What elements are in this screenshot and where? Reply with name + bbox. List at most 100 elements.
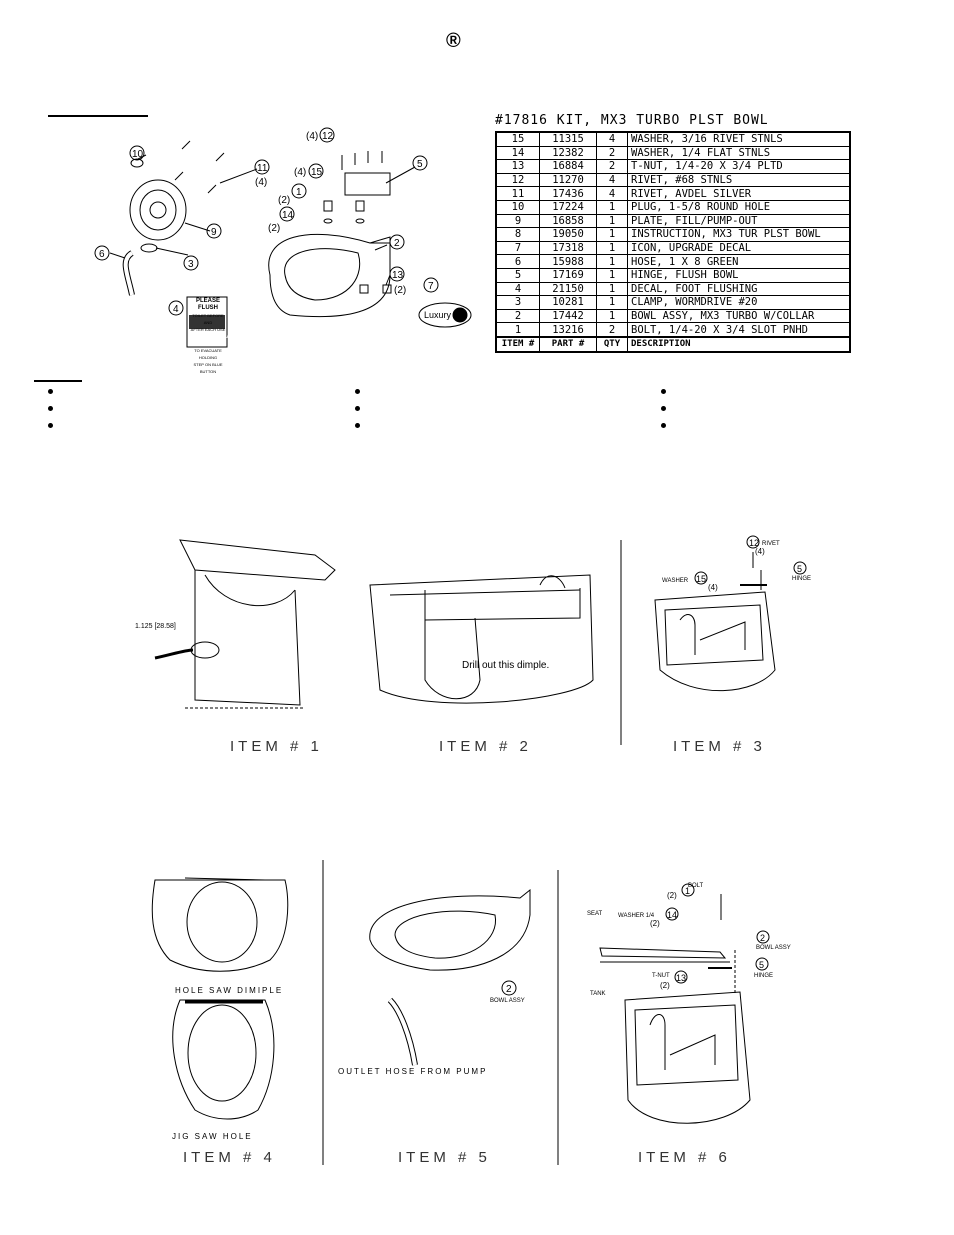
item6-tank-label: TANK — [590, 991, 606, 997]
table-cell: 17318 — [539, 240, 597, 256]
table-cell: HINGE, FLUSH BOWL — [627, 267, 851, 283]
decal-line: AFTER EACH USE — [190, 327, 226, 332]
table-cell: 1 — [596, 267, 628, 283]
table-cell: 4 — [495, 281, 540, 297]
luxury-logo — [418, 302, 472, 328]
decal-line: PLEASE FLUSH — [195, 298, 220, 311]
callout-13: 13 — [392, 270, 404, 281]
table-cell: 2 — [596, 145, 628, 161]
table-cell: INSTRUCTION, MX3 TUR PLST BOWL — [627, 227, 851, 242]
bullet — [355, 389, 360, 394]
item6-washer-label: WASHER 1/4 — [618, 913, 655, 919]
table-cell: 17169 — [539, 267, 597, 283]
table-cell: 5 — [495, 267, 540, 283]
item3-caption: ITEM # 3 — [673, 738, 766, 755]
table-cell: PLATE, FILL/PUMP-OUT — [627, 213, 851, 229]
callout-13-qty: (2) — [394, 285, 406, 296]
table-cell: BOLT, 1/4-20 X 3/4 SLOT PNHD — [627, 322, 851, 338]
item5-drawing — [369, 888, 531, 1066]
hinge-part — [344, 172, 391, 196]
table-cell: 3 — [495, 295, 540, 310]
table-cell: 10 — [495, 199, 540, 215]
callout-12: 12 — [322, 131, 334, 142]
table-cell: 19050 — [539, 227, 597, 242]
table-cell: 6 — [495, 254, 540, 269]
item3-rivet-num: 12 — [749, 538, 759, 548]
table-cell: 17442 — [539, 308, 597, 324]
decal-line: SADDLE BLUE — [194, 341, 222, 346]
table-cell: 1 — [596, 213, 628, 229]
item6-hinge-label: HINGE — [754, 973, 773, 979]
fill-plate-part — [129, 179, 187, 241]
item6-caption: ITEM # 6 — [638, 1149, 731, 1166]
table-cell: 13216 — [539, 322, 597, 338]
table-cell: 21150 — [539, 281, 597, 297]
item6-washer-qty: (2) — [650, 919, 660, 928]
section-rule-parts — [48, 115, 148, 117]
clamp-part — [140, 243, 158, 253]
item3-hinge-num: 5 — [797, 564, 802, 574]
item4-bottom-label: JIG SAW HOLE — [172, 1132, 253, 1141]
table-cell: RIVET, #68 STNLS — [627, 172, 851, 188]
table-cell: 1 — [596, 308, 628, 324]
table-cell: 8 — [495, 227, 540, 242]
flush-decal-text: PLEASE FLUSH TOILET BEFORE AND AFTER EAC… — [188, 298, 228, 375]
table-cell: BOWL ASSY, MX3 TURBO W/COLLAR — [627, 308, 851, 324]
table-cell: PART # — [539, 335, 597, 352]
table-cell: 4 — [596, 131, 628, 147]
item2-note: Drill out this dimple. — [462, 660, 549, 671]
item6-bowl-num: 2 — [760, 933, 765, 943]
table-cell: WASHER, 1/4 FLAT STNLS — [627, 145, 851, 161]
item4-caption: ITEM # 4 — [183, 1149, 276, 1166]
item6-bolt-label: BOLT — [688, 883, 704, 889]
item6-hinge-num: 5 — [759, 960, 764, 970]
item5-bowl-label: BOWL ASSY — [490, 998, 525, 1004]
bullet — [661, 406, 666, 411]
table-cell: 7 — [495, 240, 540, 256]
item6-bowl-label: BOWL ASSY — [756, 945, 791, 951]
bowl-part — [268, 233, 391, 318]
callout-4: 4 — [173, 304, 179, 315]
table-cell: 4 — [596, 186, 628, 201]
callout-14: 14 — [282, 210, 294, 221]
table-cell: 1 — [596, 254, 628, 269]
callout-5: 5 — [417, 159, 423, 170]
table-cell: 1 — [596, 199, 628, 215]
table-cell: 1 — [596, 295, 628, 310]
item5-bowl-num: 2 — [506, 984, 512, 995]
table-cell: 1 — [596, 240, 628, 256]
item6-tnut-num: 13 — [676, 973, 686, 983]
decal-line: TO EVACUATE HOLDING — [194, 348, 222, 360]
decal-line: TO FLUSH, STEP ON — [188, 334, 228, 339]
callout-10: 10 — [132, 149, 144, 160]
logo-text: Luxury — [424, 310, 452, 320]
table-cell: DESCRIPTION — [627, 335, 851, 352]
item1-dimension: 1.125 [28.58] — [135, 623, 176, 630]
table-cell: 11 — [495, 186, 540, 201]
table-cell: 16884 — [539, 159, 597, 174]
item3-hinge-label: HINGE — [792, 576, 811, 582]
callout-11: 11 — [257, 163, 268, 174]
callout-9: 9 — [211, 227, 217, 238]
item5-hose-label: OUTLET HOSE FROM PUMP — [338, 1067, 487, 1076]
item6-washer-num: 14 — [667, 910, 677, 920]
table-cell: 11270 — [539, 172, 597, 188]
decal-line: STEP ON BLUE BUTTON — [193, 362, 223, 374]
item3-washer-qty: (4) — [708, 583, 718, 592]
callout-6: 6 — [99, 249, 105, 260]
table-cell: HOSE, 1 X 8 GREEN — [627, 254, 851, 269]
table-cell: T-NUT, 1/4-20 X 3/4 PLTD — [627, 159, 851, 174]
item3-rivet-label: RIVET — [762, 541, 780, 547]
table-cell: 17436 — [539, 186, 597, 201]
